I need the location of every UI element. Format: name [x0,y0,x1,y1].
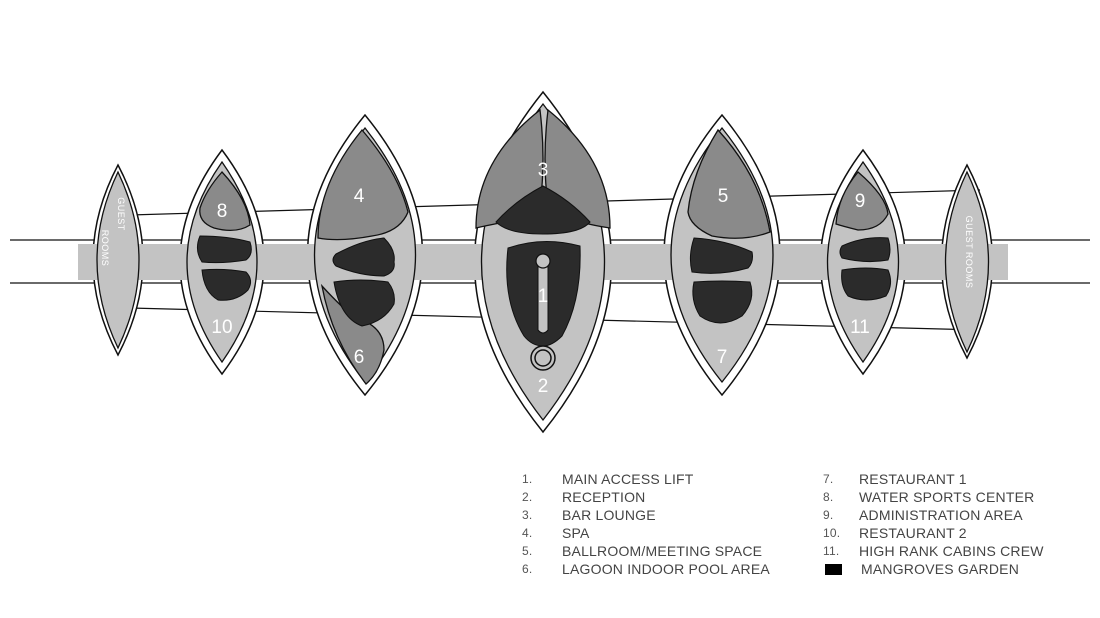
guest-rooms-right [944,170,990,354]
legend-number: 6. [522,562,533,576]
garden [692,280,753,324]
legend-label: BALLROOM/MEETING SPACE [562,543,763,559]
legend-number: 8. [823,490,834,504]
guest-rooms-left-label-line2: ROOMS [100,230,110,267]
legend-number: 2. [522,490,533,504]
legend-number: 5. [522,544,533,558]
legend-label: RECEPTION [562,489,646,505]
garden [201,268,252,301]
legend-number: 4. [522,526,533,540]
garden [495,185,591,235]
legend-label: RESTAURANT 1 [859,471,967,487]
legend-number: 9. [823,508,834,522]
lift-shaft [537,261,549,334]
garden [839,237,891,263]
zone-labels: 8 10 4 6 3 1 2 5 7 9 11 GUEST ROOMS GUES… [100,160,974,397]
lift-head [535,253,551,269]
legend-label: BAR LOUNGE [562,507,656,523]
legend-label: MANGROVES GARDEN [861,561,1019,577]
legend-label: SPA [562,525,590,541]
guest-rooms-left [96,170,140,350]
zone-label-1: 1 [538,286,549,307]
legend-label: HIGH RANK CABINS CREW [859,543,1044,559]
zone-4 [317,128,409,241]
garden [841,267,892,301]
zone-label-8: 8 [217,201,228,222]
zone-label-2: 2 [538,376,549,397]
legend-number: 7. [823,472,834,486]
legend-label: ADMINISTRATION AREA [859,507,1023,523]
garden [333,279,395,327]
legend-label: MAIN ACCESS LIFT [562,471,694,487]
zone-label-4: 4 [354,186,365,207]
legend-label: WATER SPORTS CENTER [859,489,1035,505]
legend-number: 1. [522,472,533,486]
zone-label-11: 11 [850,317,870,338]
legend-label: LAGOON INDOOR POOL AREA [562,561,770,577]
guest-rooms-right-label: GUEST ROOMS [964,216,974,289]
zone-label-7: 7 [717,347,728,368]
zone-label-9: 9 [855,191,866,212]
legend-number: 3. [522,508,533,522]
zone-label-5: 5 [718,186,729,207]
zone-9 [835,171,889,231]
floor-plan: 8 10 4 6 3 1 2 5 7 9 11 GUEST ROOMS GUES… [10,90,1090,434]
garden-swatch-icon [825,564,842,575]
garden [332,237,395,277]
zone-5 [687,128,771,239]
legend: 1. MAIN ACCESS LIFT 2. RECEPTION 3. BAR LOU… [522,470,1062,585]
zone-label-3: 3 [538,160,549,181]
garden [689,237,753,274]
garden [196,235,252,264]
zone-8 [199,171,251,232]
reception-ring-inner [534,349,552,367]
lift-detail [530,253,556,371]
legend-number: 10. [823,526,841,540]
legend-number: 11. [823,544,840,558]
legend-label: RESTAURANT 2 [859,525,967,541]
zone-label-10: 10 [211,317,232,338]
guest-rooms-left-label-line1: GUEST [116,197,126,231]
zone-label-6: 6 [354,347,365,368]
